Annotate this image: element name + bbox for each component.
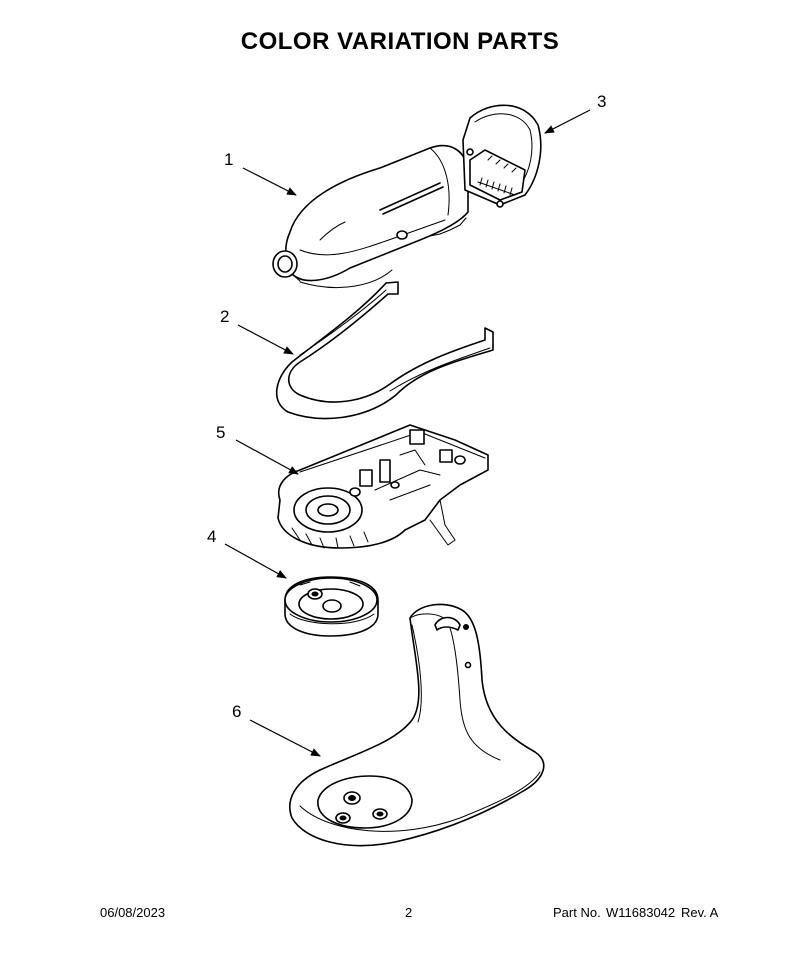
part-5-base-plate xyxy=(277,424,489,549)
callout-3: 3 xyxy=(597,92,607,111)
footer-page-number: 2 xyxy=(405,905,413,920)
part-4-clamp-plate xyxy=(284,576,379,637)
footer-part-label: Part No. xyxy=(553,905,601,920)
footer-part-number: W11683042 xyxy=(606,905,676,920)
callout-arrows xyxy=(224,109,591,757)
callout-6: 6 xyxy=(232,702,242,721)
part-3-rear-cover xyxy=(462,104,542,208)
arrow-2 xyxy=(237,324,294,355)
arrow-5 xyxy=(235,439,299,475)
part-2-trim-band xyxy=(275,281,494,420)
callout-2: 2 xyxy=(220,307,230,326)
callout-1: 1 xyxy=(224,150,234,169)
footer-revision: Rev. A xyxy=(681,905,719,920)
footer-date: 06/08/2023 xyxy=(100,905,166,920)
page-title: COLOR VARIATION PARTS xyxy=(240,28,560,55)
arrow-4 xyxy=(224,543,287,579)
part-6-pedestal xyxy=(289,603,545,847)
arrow-3 xyxy=(544,109,591,134)
callout-5: 5 xyxy=(216,423,226,442)
callout-4: 4 xyxy=(207,527,217,546)
part-1-motor-housing xyxy=(272,144,469,288)
arrow-6 xyxy=(249,719,321,757)
arrow-1 xyxy=(242,167,297,196)
